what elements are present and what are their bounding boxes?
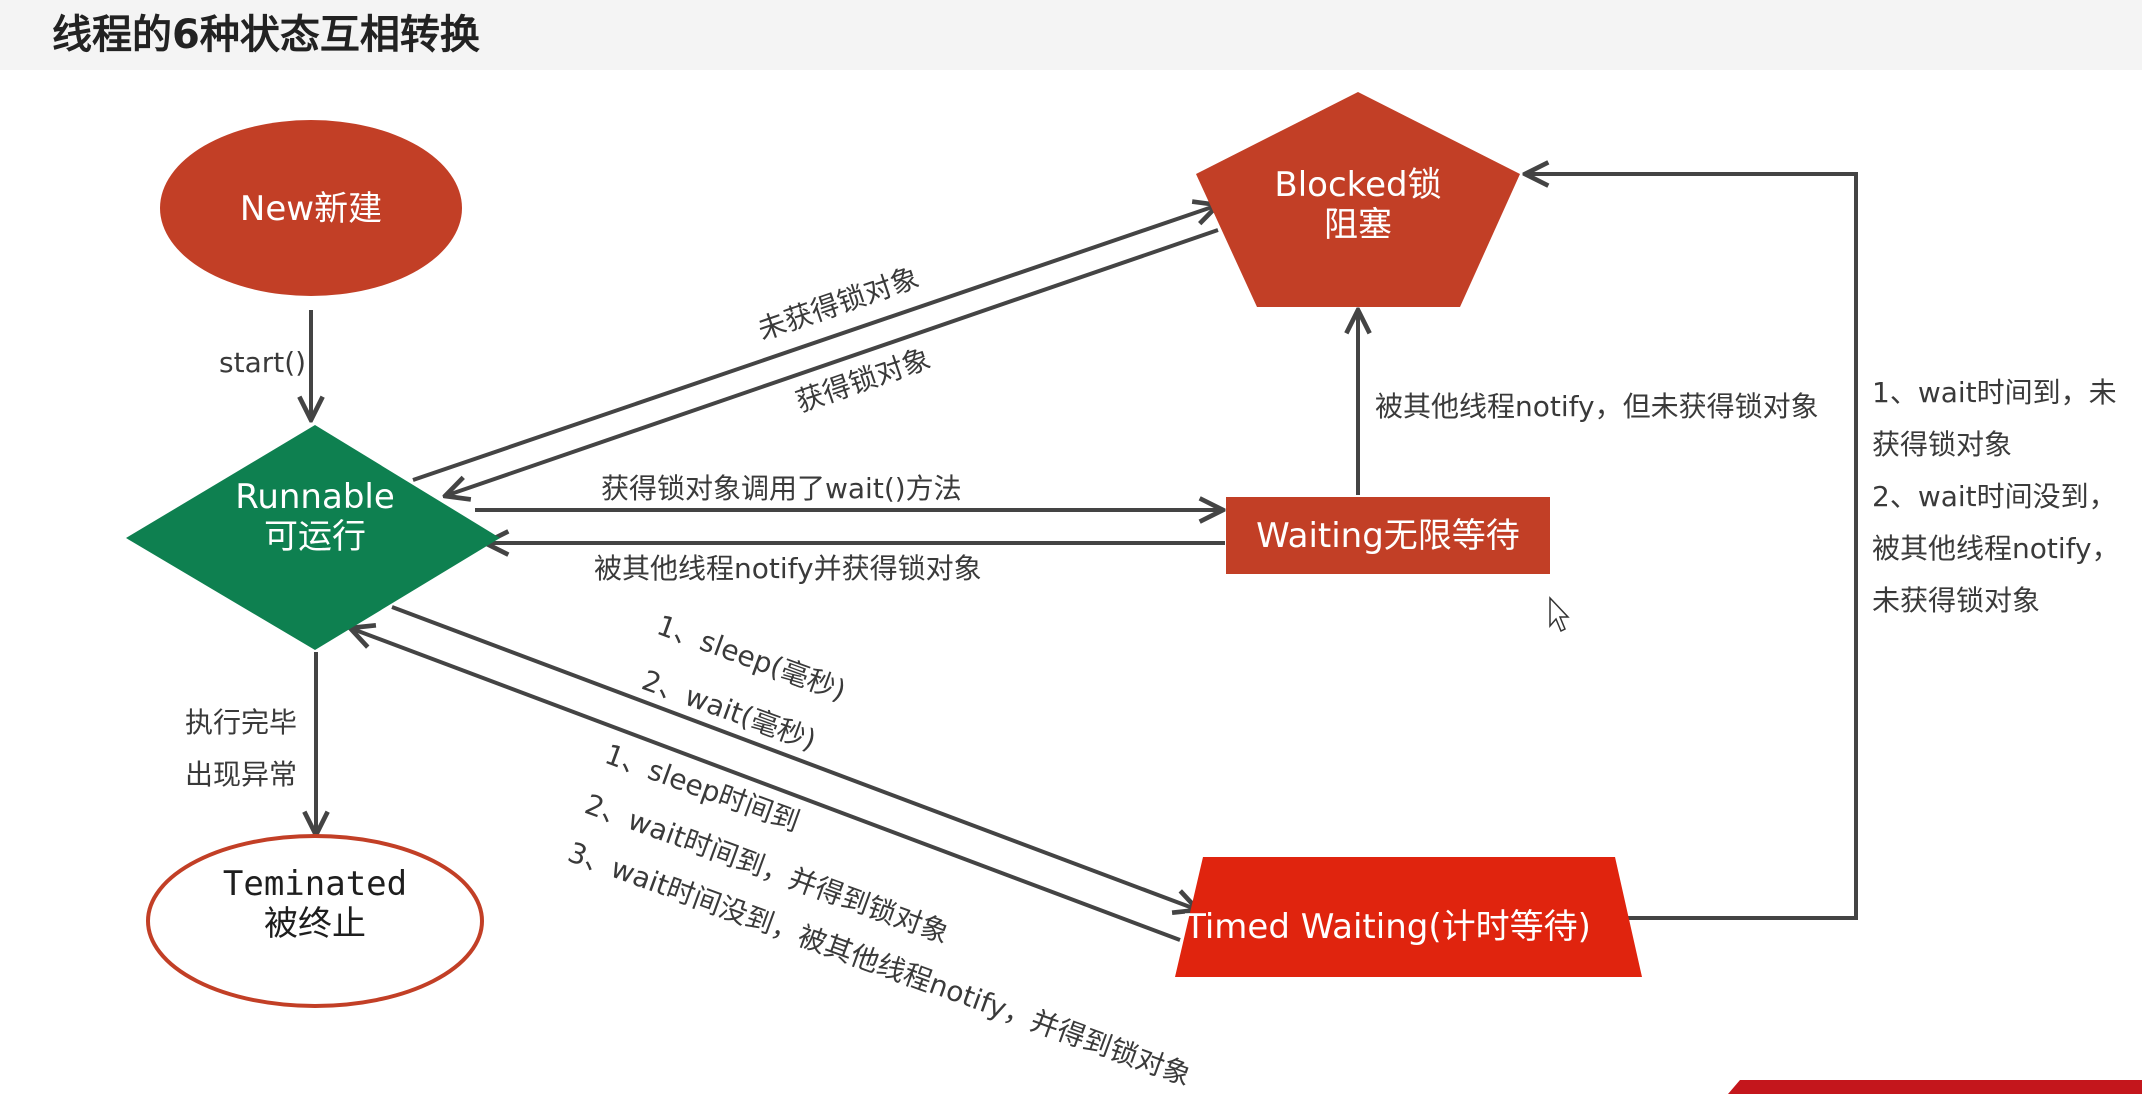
label-from-waiting: 被其他线程notify并获得锁对象 [594,552,982,585]
edge-timed-to-runnable [350,628,1181,942]
state-timed-waiting-label: Timed Waiting(计时等待) [1184,907,1591,947]
label-start: start() [219,346,306,379]
state-runnable: Runnable 可运行 [126,425,500,650]
state-terminated-shape [146,834,484,1008]
state-waiting-label: Waiting无限等待 [1256,516,1520,556]
state-waiting: Waiting无限等待 [1226,497,1550,574]
state-timed-waiting: Timed Waiting(计时等待) [1175,857,1642,977]
state-runnable-label-1: Runnable [235,477,395,517]
label-timed-to-blocked-4: 被其他线程notify， [1872,532,2120,565]
header-band [0,0,2142,70]
state-terminated: Teminated 被终止 [146,834,484,1008]
state-new-shape [160,120,462,296]
label-finished-1: 执行完毕 [185,706,297,739]
state-waiting-shape [1226,497,1550,574]
edge-blocked-to-runnable [445,228,1219,496]
label-finished-2: 出现异常 [185,758,297,791]
label-timed-to-blocked-2: 获得锁对象 [1872,428,2012,461]
state-terminated-label-2: 被终止 [264,904,366,944]
edge-runnable-to-blocked [412,205,1218,482]
state-timed-waiting-shape [1175,857,1642,977]
state-blocked: Blocked锁 阻塞 [1196,92,1520,307]
state-new-label: New新建 [240,189,382,229]
state-blocked-label-2: 阻塞 [1324,205,1392,245]
page-title: 线程的6种状态互相转换 [52,12,480,58]
label-timed-to-blocked-1: 1、wait时间到，未 [1872,376,2117,409]
label-timed-to-blocked-3: 2、wait时间没到， [1872,480,2117,513]
label-waiting-to-blocked: 被其他线程notify，但未获得锁对象 [1375,390,1819,423]
state-terminated-label-1: Teminated [223,864,407,904]
label-timed-to-blocked-5: 未获得锁对象 [1872,584,2040,617]
state-runnable-label-2: 可运行 [264,517,366,557]
state-blocked-label-1: Blocked锁 [1274,165,1441,205]
edge-runnable-to-timed [391,605,1198,910]
mouse-cursor-icon [1549,596,1570,633]
edge-timed-to-blocked [1525,174,1858,920]
corner-banner [1728,1080,2142,1094]
state-new: New新建 [160,120,462,296]
label-to-waiting: 获得锁对象调用了wait()方法 [601,472,962,505]
state-blocked-shape [1196,92,1520,307]
state-runnable-shape [126,425,500,650]
